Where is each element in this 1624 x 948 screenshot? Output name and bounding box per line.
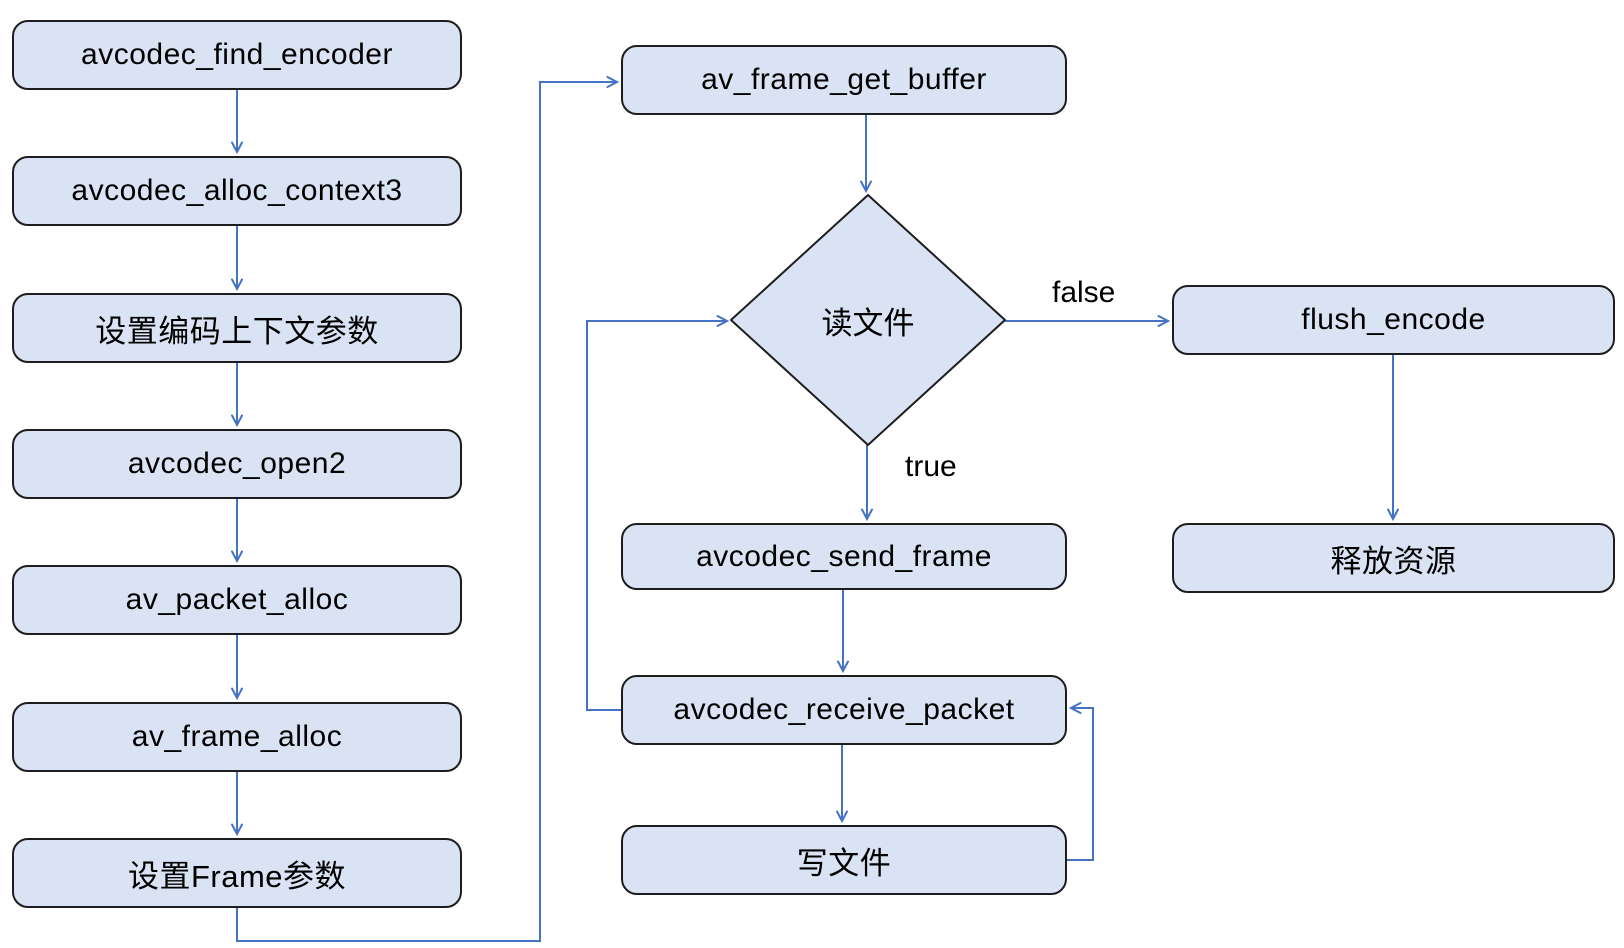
node-av-packet-alloc: av_packet_alloc xyxy=(12,565,462,635)
node-avcodec-open2: avcodec_open2 xyxy=(12,429,462,499)
node-avcodec-send-frame: avcodec_send_frame xyxy=(621,523,1067,590)
node-av-frame-alloc: av_frame_alloc xyxy=(12,702,462,772)
edge-set-frame-to-get-buffer xyxy=(236,82,617,942)
edge-write-file-loop-to-receive-packet xyxy=(1067,708,1094,861)
node-av-frame-get-buffer: av_frame_get_buffer xyxy=(621,45,1067,115)
node-flush-encode: flush_encode xyxy=(1172,285,1615,355)
false-branch-label: false xyxy=(1052,276,1116,309)
node-set-encode-context-params: 设置编码上下文参数 xyxy=(12,293,462,363)
edge-receive-packet-loop-to-decision xyxy=(586,321,727,711)
node-avcodec-find-encoder: avcodec_find_encoder xyxy=(12,20,462,90)
decision-read-file-diamond xyxy=(730,194,1006,446)
node-release-resources: 释放资源 xyxy=(1172,523,1615,593)
decision-read-file-label: 读文件 xyxy=(821,305,915,341)
node-avcodec-alloc-context3: avcodec_alloc_context3 xyxy=(12,156,462,226)
node-avcodec-receive-packet: avcodec_receive_packet xyxy=(621,675,1067,745)
node-set-frame-params: 设置Frame参数 xyxy=(12,838,462,908)
true-branch-label: true xyxy=(905,450,957,483)
node-write-file: 写文件 xyxy=(621,825,1067,895)
